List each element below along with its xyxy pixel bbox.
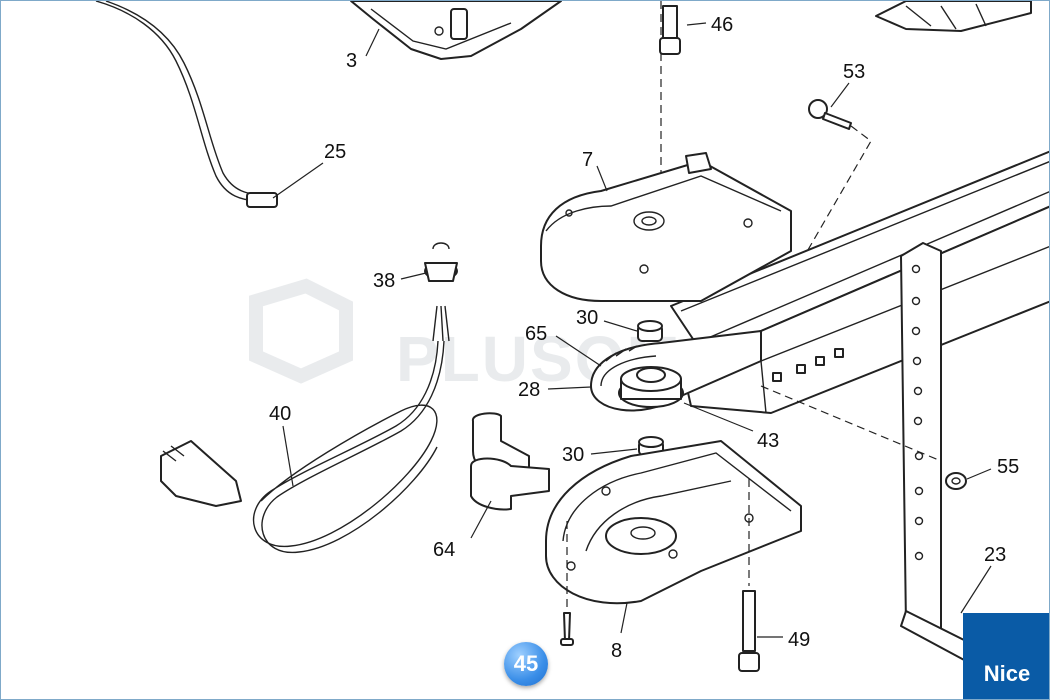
label-49: 49	[788, 629, 810, 651]
label-3: 3	[346, 50, 357, 72]
hanging-bracket-part	[760, 242, 967, 662]
cable-part	[95, 1, 278, 208]
label-55: 55	[997, 456, 1019, 478]
housing-cover-part	[350, 1, 562, 60]
label-30-top: 30	[576, 307, 598, 329]
motor-base-part	[545, 440, 802, 605]
label-46: 46	[711, 14, 733, 36]
label-38: 38	[373, 270, 395, 292]
label-23: 23	[984, 544, 1006, 566]
label-25: 25	[324, 141, 346, 163]
label-64: 64	[433, 539, 455, 561]
label-8: 8	[611, 640, 622, 662]
label-28: 28	[518, 379, 540, 401]
grommet-part	[424, 242, 458, 342]
nut-part	[945, 472, 967, 490]
motor-cover-part	[540, 152, 792, 302]
brand-logo: Nice	[963, 613, 1049, 699]
top-bracket-part	[875, 1, 1032, 32]
label-43: 43	[757, 430, 779, 452]
highlight-badge-45[interactable]: 45	[504, 642, 548, 686]
label-40: 40	[269, 403, 291, 425]
part-labels: 3 25 38 40 64 65 28 30 30 7 46 53 43 55 …	[269, 14, 1019, 662]
label-53: 53	[843, 61, 865, 83]
belt-pulley-part	[590, 330, 762, 412]
long-bolt-part	[738, 479, 760, 672]
cable-clip-part	[470, 412, 550, 511]
label-65: 65	[525, 323, 547, 345]
label-30-bottom: 30	[562, 444, 584, 466]
power-cable-part	[160, 340, 445, 553]
label-7: 7	[582, 149, 593, 171]
small-screw-part	[560, 521, 574, 646]
leader-lines	[272, 22, 992, 638]
